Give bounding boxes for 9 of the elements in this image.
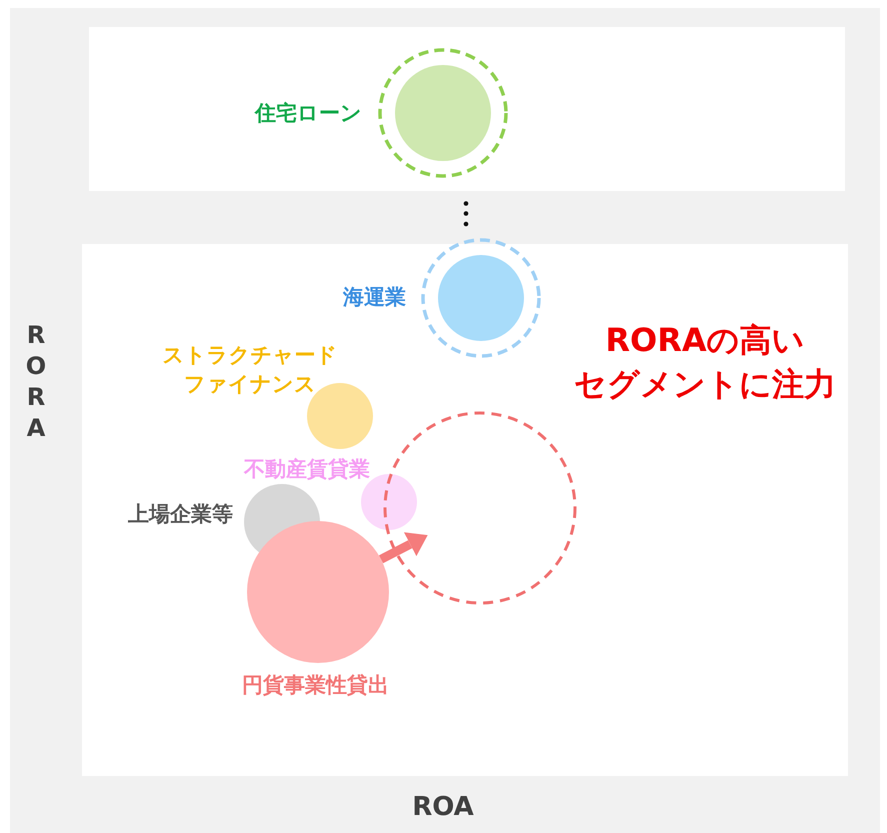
bubble-label: 海運業	[343, 284, 407, 311]
bubble-label: 円貨事業性貸出	[242, 672, 390, 699]
bubble-label: 不動産賃貸業	[244, 456, 371, 483]
callout-text: RORAの高いセグメントに注力	[573, 320, 837, 405]
axis-label: RORA	[24, 320, 48, 444]
bubble-label: 住宅ローン	[255, 100, 363, 127]
axis-label: ROA	[411, 791, 475, 824]
bubble-label: 上場企業等	[128, 501, 234, 528]
bubble-label: ストラクチャードファイナンス	[162, 342, 338, 398]
